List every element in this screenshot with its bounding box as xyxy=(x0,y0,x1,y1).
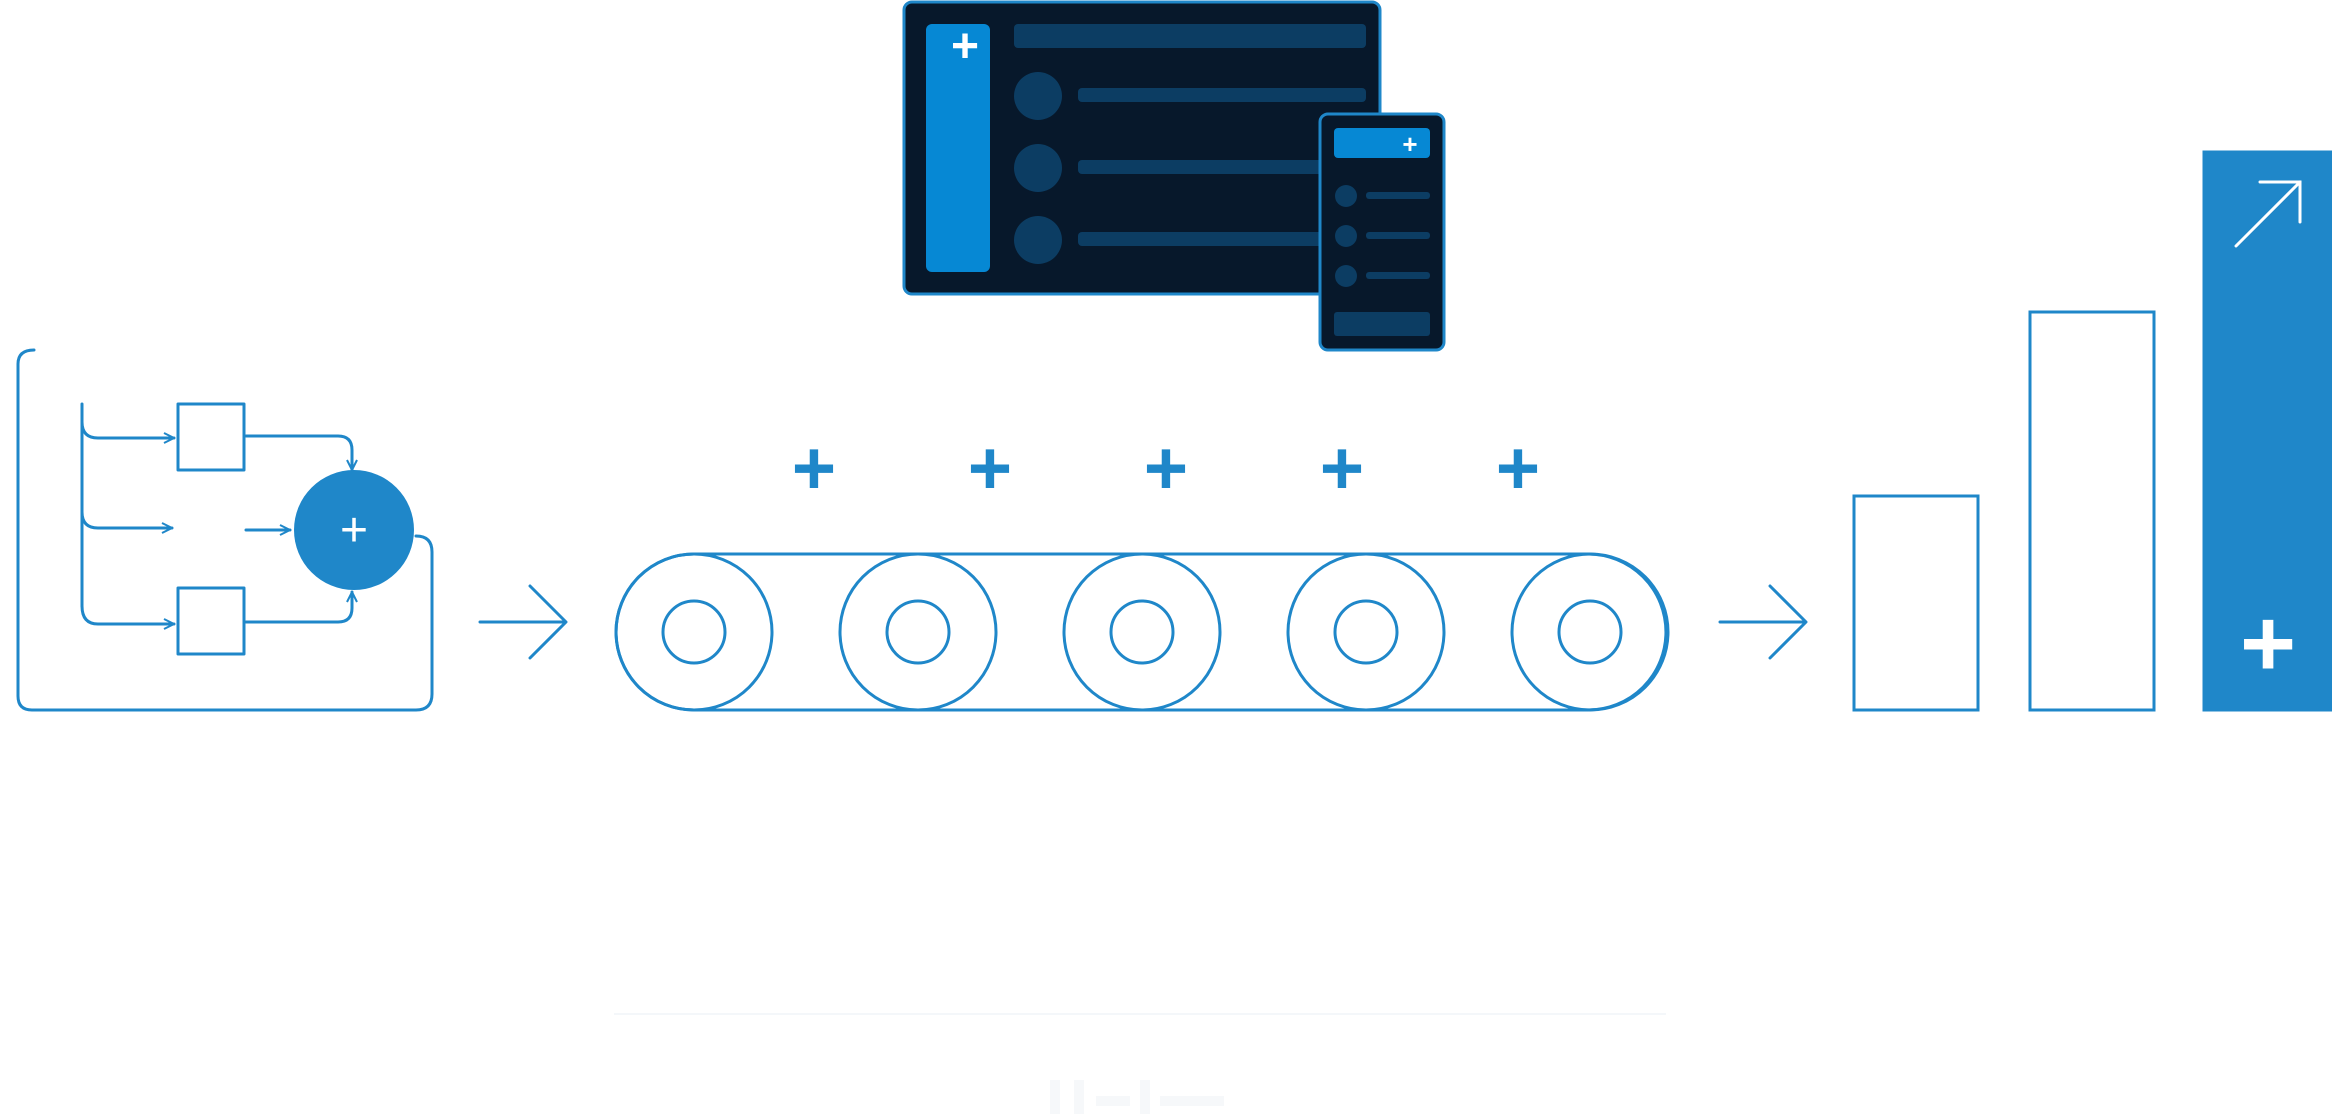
mobile-row-line xyxy=(1366,272,1430,279)
conveyor-rollers xyxy=(614,552,1670,712)
feedback-loop-line xyxy=(16,348,434,712)
mobile-footer-bar xyxy=(1334,312,1430,336)
conveyor-plus-icon: + xyxy=(792,426,836,511)
roller-hub xyxy=(1109,599,1175,665)
sidebar-plus-icon: + xyxy=(951,20,979,73)
mobile-plus-icon: + xyxy=(1402,129,1417,159)
branch-middle-line xyxy=(80,510,174,528)
branch-bottom-line xyxy=(80,604,176,624)
branch-top-line xyxy=(80,420,176,438)
conveyor-plus-row: + + + + + xyxy=(792,426,1540,511)
conveyor-roller xyxy=(1286,552,1446,712)
roller-hub xyxy=(1557,599,1623,665)
process-box-top xyxy=(176,402,246,472)
bar-highlighted xyxy=(2202,150,2332,712)
desktop-row-avatar xyxy=(1014,216,1062,264)
conveyor-roller xyxy=(614,552,774,712)
top-to-sum-line xyxy=(244,434,352,472)
conveyor-plus-icon: + xyxy=(1144,426,1188,511)
desktop-row-avatar xyxy=(1014,72,1062,120)
desktop-row-line xyxy=(1078,160,1328,174)
desktop-row-line xyxy=(1078,232,1328,246)
conveyor-plus-icon: + xyxy=(1320,426,1364,511)
roller-hub xyxy=(885,599,951,665)
desktop-header-bar xyxy=(1014,24,1366,48)
mobile-header-bar xyxy=(1334,128,1430,158)
mobile-row-line xyxy=(1366,232,1430,239)
summing-node: + xyxy=(294,470,414,590)
faint-logo-mark xyxy=(1050,1080,1224,1114)
roller-hub xyxy=(1333,599,1399,665)
sum-plus-icon: + xyxy=(340,504,368,557)
mobile-row-line xyxy=(1366,192,1430,199)
dashboard-illustration: + + xyxy=(902,0,1446,352)
arrow-to-bars xyxy=(1718,584,1808,660)
growth-bars: + xyxy=(1852,150,2332,712)
mobile-row-avatar xyxy=(1335,225,1357,247)
mobile-row-avatar xyxy=(1335,265,1357,287)
conveyor-roller xyxy=(838,552,998,712)
desktop-sidebar xyxy=(926,24,990,272)
mobile-row-avatar xyxy=(1335,185,1357,207)
process-box-bottom xyxy=(176,586,246,656)
bar-plus-icon: + xyxy=(2240,590,2296,697)
bottom-to-sum-line xyxy=(244,590,352,624)
bar xyxy=(1852,494,1980,712)
conveyor-belt xyxy=(614,552,1670,712)
bar xyxy=(2028,310,2156,712)
desktop-row-avatar xyxy=(1014,144,1062,192)
desktop-window: + xyxy=(902,0,1382,296)
flow-diagram xyxy=(16,348,434,712)
belt-outline xyxy=(614,552,1668,712)
conveyor-roller xyxy=(1062,552,1222,712)
conveyor-roller xyxy=(1510,552,1670,712)
mobile-window: + xyxy=(1318,112,1446,352)
arrow-up-right-icon xyxy=(2234,180,2302,248)
conveyor-plus-icon: + xyxy=(968,426,1012,511)
arrow-to-conveyor xyxy=(478,584,568,660)
desktop-row-line xyxy=(1078,88,1366,102)
conveyor-plus-icon: + xyxy=(1496,426,1540,511)
roller-hub xyxy=(661,599,727,665)
